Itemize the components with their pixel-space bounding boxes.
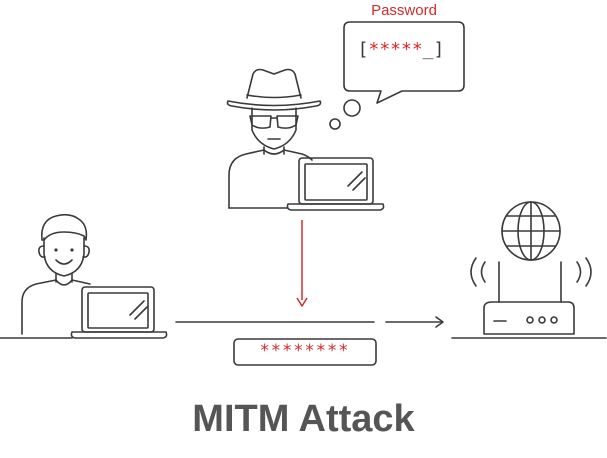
password-label: Password (371, 2, 437, 19)
arrow-down-icon (296, 220, 308, 307)
bracket-open: [ (357, 39, 369, 60)
bracket-close: ] (433, 39, 445, 60)
arrow-right-icon (385, 316, 444, 328)
router-icon (451, 261, 607, 339)
wifi-signal-icon (470, 257, 592, 287)
bubble-cursor: _ (422, 39, 434, 60)
transmitted-password-box (233, 338, 377, 366)
bubble-password-masked: ***** (368, 39, 423, 60)
bubble-password-field: [*****_] (342, 40, 460, 60)
hacker-icon (226, 68, 385, 211)
thought-bubble-icon (329, 21, 465, 130)
transmitted-password-text: ******** (259, 341, 350, 361)
diagram-title: MITM Attack (192, 398, 415, 440)
globe-icon (501, 201, 561, 261)
user-icon (0, 213, 168, 339)
